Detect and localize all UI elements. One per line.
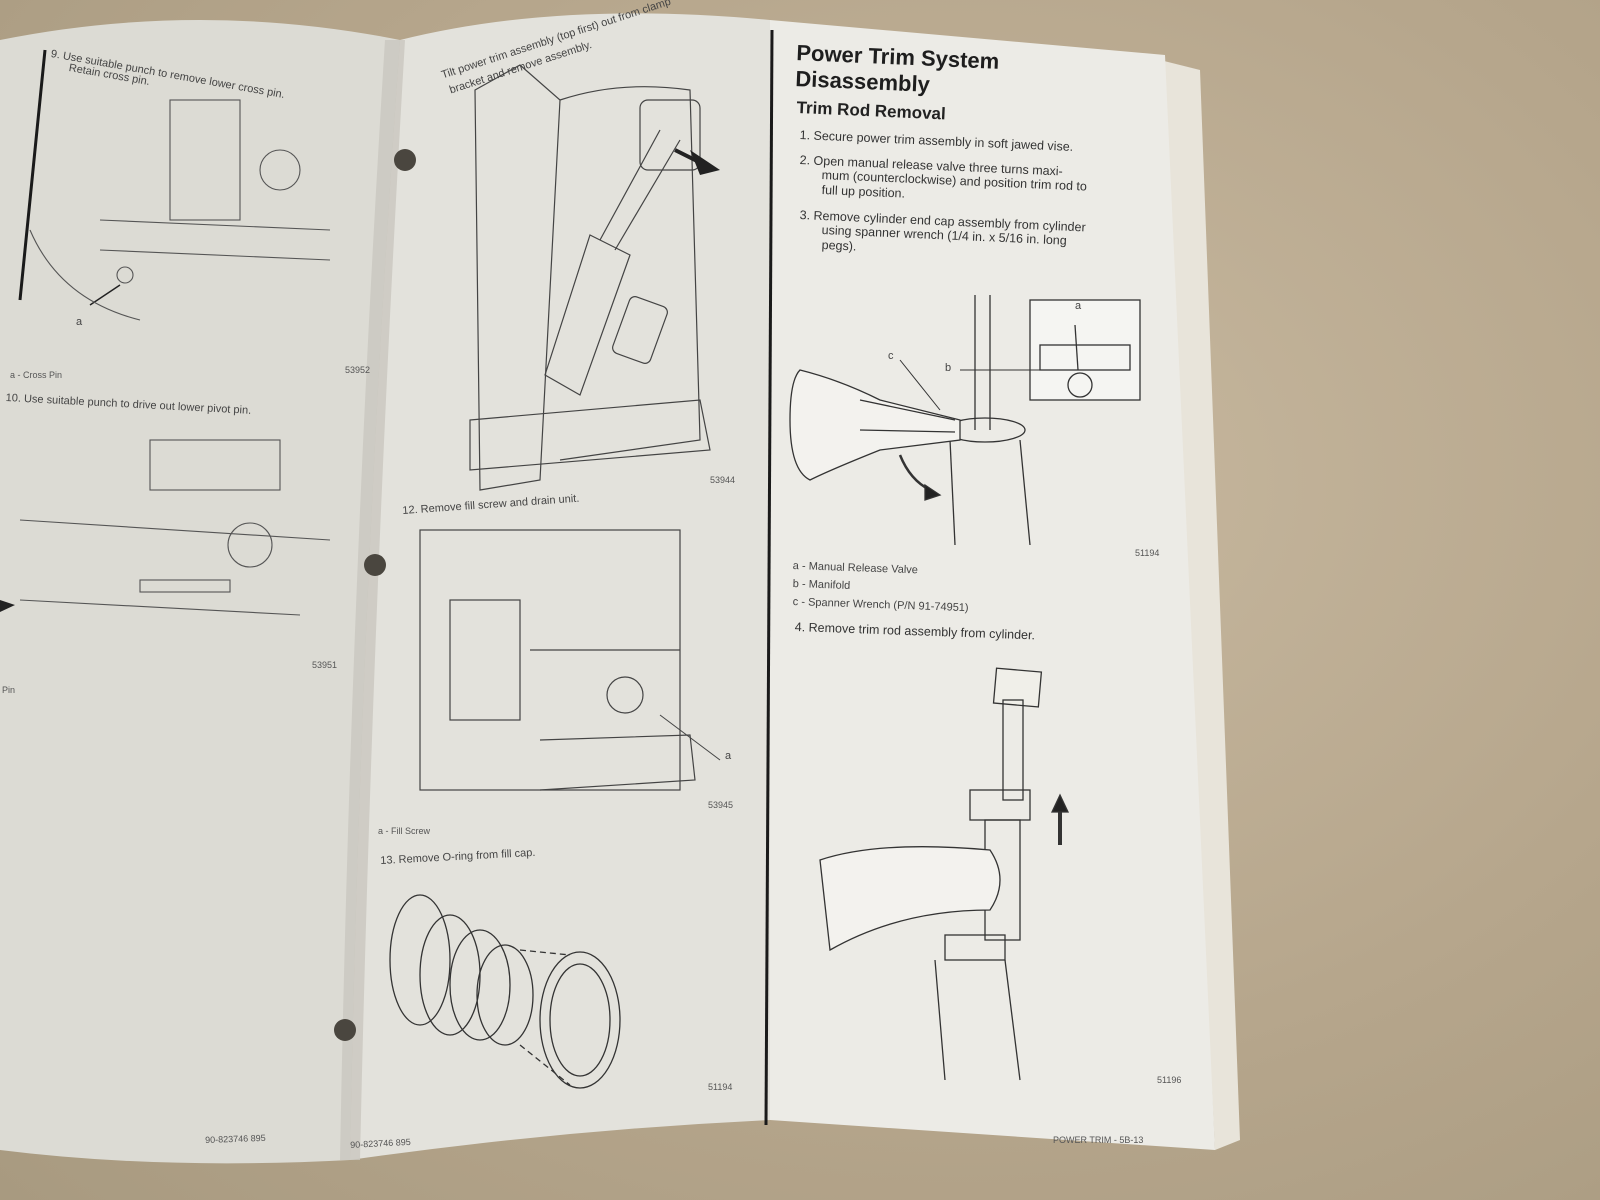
spanner-wrench-illustration (789, 295, 1141, 546)
page-rule (18, 49, 47, 301)
figure-number: 53952 (345, 365, 371, 375)
figure-number: 51194 (1135, 548, 1160, 558)
pivot-pin-illustration (0, 439, 331, 616)
callout-label: c (888, 350, 894, 362)
legend-item: a - Fill Screw (378, 826, 431, 836)
binding-hole (364, 554, 386, 576)
page-footer: 90-823746 895 (205, 1132, 266, 1145)
callout-label: a (76, 316, 83, 328)
figure-number: 51194 (708, 1082, 733, 1092)
step-text: pegs). (821, 238, 857, 254)
binding-hole (394, 149, 416, 171)
figure-number: 53951 (312, 660, 338, 670)
page-footer: POWER TRIM - 5B-13 (1053, 1135, 1144, 1145)
cross-pin-illustration (29, 99, 331, 321)
figure-number: 51196 (1157, 1075, 1182, 1085)
callout-label: a (1075, 300, 1082, 312)
binding-hole (334, 1019, 356, 1041)
legend-item: b - Manifold (792, 578, 851, 592)
figure-number: 53945 (708, 800, 734, 810)
margin-text: Pin (2, 685, 16, 695)
trim-rod-illustration (819, 667, 1070, 1081)
callout-label: a (725, 750, 732, 762)
page-stack-edge (1160, 60, 1240, 1150)
fill-cap-illustration (389, 894, 621, 1089)
legend-item: a - Cross Pin (10, 370, 63, 380)
figure-number: 53944 (710, 475, 736, 485)
fill-screw-illustration (419, 529, 721, 791)
callout-label: b (945, 362, 952, 374)
middle-page (350, 13, 770, 1160)
trim-assembly-illustration (469, 64, 720, 491)
page-rule (764, 29, 774, 1126)
spine-shadow (340, 40, 405, 1160)
